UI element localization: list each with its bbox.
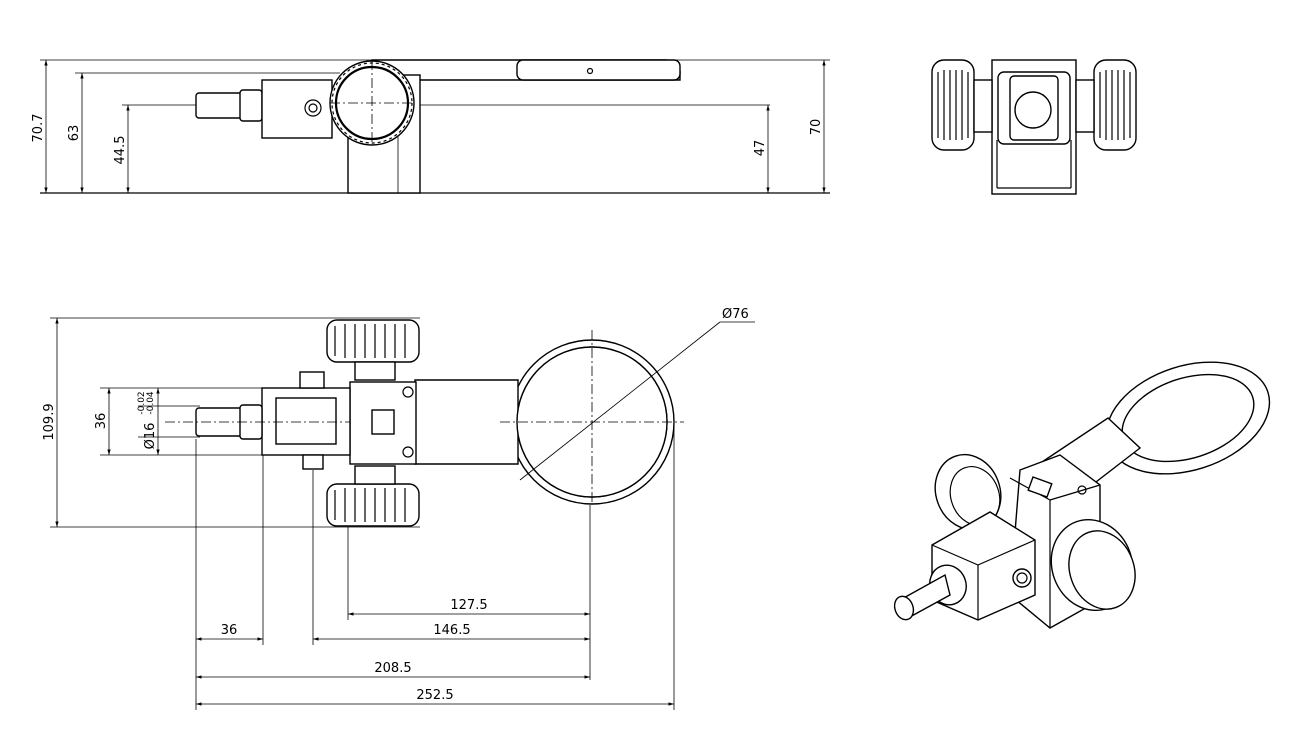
- dim-70-7: 70.7: [31, 114, 46, 143]
- dim-127-5: 127.5: [450, 598, 487, 613]
- dim-44-5: 44.5: [113, 136, 128, 165]
- dim-36-horizontal: 36: [221, 623, 238, 638]
- front-view: 70.7 63 44.5 47 70: [31, 59, 830, 194]
- dim-146-5: 146.5: [433, 623, 470, 638]
- dim-36-vertical: 36: [94, 413, 109, 430]
- dim-252-5: 252.5: [416, 688, 453, 703]
- isometric-view: [893, 361, 1271, 629]
- dim-diam-76: Ø76: [722, 307, 749, 322]
- dim-63: 63: [67, 125, 82, 142]
- dim-109-9: 109.9: [42, 403, 57, 440]
- dim-diam-16: Ø16: [143, 423, 158, 450]
- dim-70: 70: [809, 119, 824, 136]
- tolerance-lower: -0.04: [146, 391, 156, 415]
- top-view: 109.9 36 Ø16 -0.02 -0.04 Ø76: [42, 307, 755, 710]
- side-view: [931, 59, 1137, 195]
- dim-47: 47: [753, 140, 768, 157]
- dim-208-5: 208.5: [374, 661, 411, 676]
- tolerance-upper: -0.02: [137, 391, 147, 414]
